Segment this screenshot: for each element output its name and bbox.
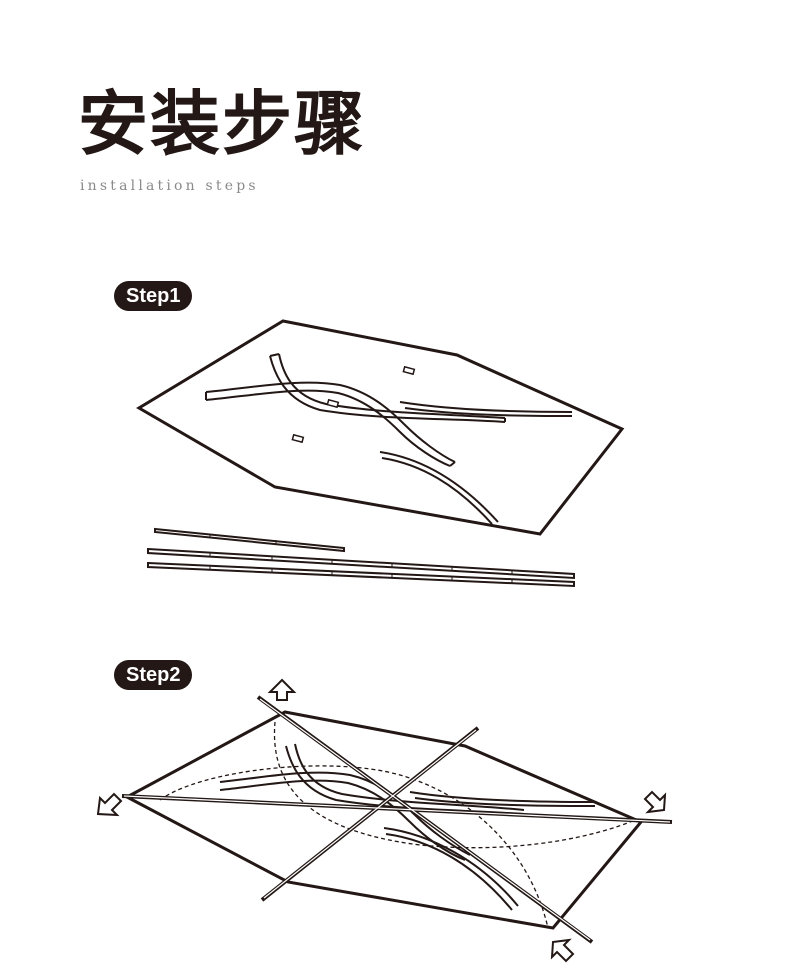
arrow-right-down-icon <box>643 790 667 814</box>
step1-badge: Step1 <box>114 281 193 311</box>
stakes <box>291 365 416 444</box>
page-subtitle: installation steps <box>80 178 259 194</box>
pole-arc-dashed <box>159 721 636 929</box>
arrow-up-left-icon <box>550 938 575 963</box>
pole-joints <box>209 534 513 583</box>
tent-outline-flat <box>136 319 625 536</box>
arrow-up-icon <box>267 678 297 701</box>
crossing-poles-inner <box>123 698 671 941</box>
tent-poles <box>147 527 575 588</box>
tent-outline-step2 <box>123 710 644 930</box>
arrow-left-down-icon <box>96 792 123 817</box>
pole-sleeves-step2 <box>219 743 596 911</box>
page-title: 安装步骤 <box>78 82 366 165</box>
pole-sleeves-flat <box>205 353 573 525</box>
step2-badge: Step2 <box>114 660 193 690</box>
